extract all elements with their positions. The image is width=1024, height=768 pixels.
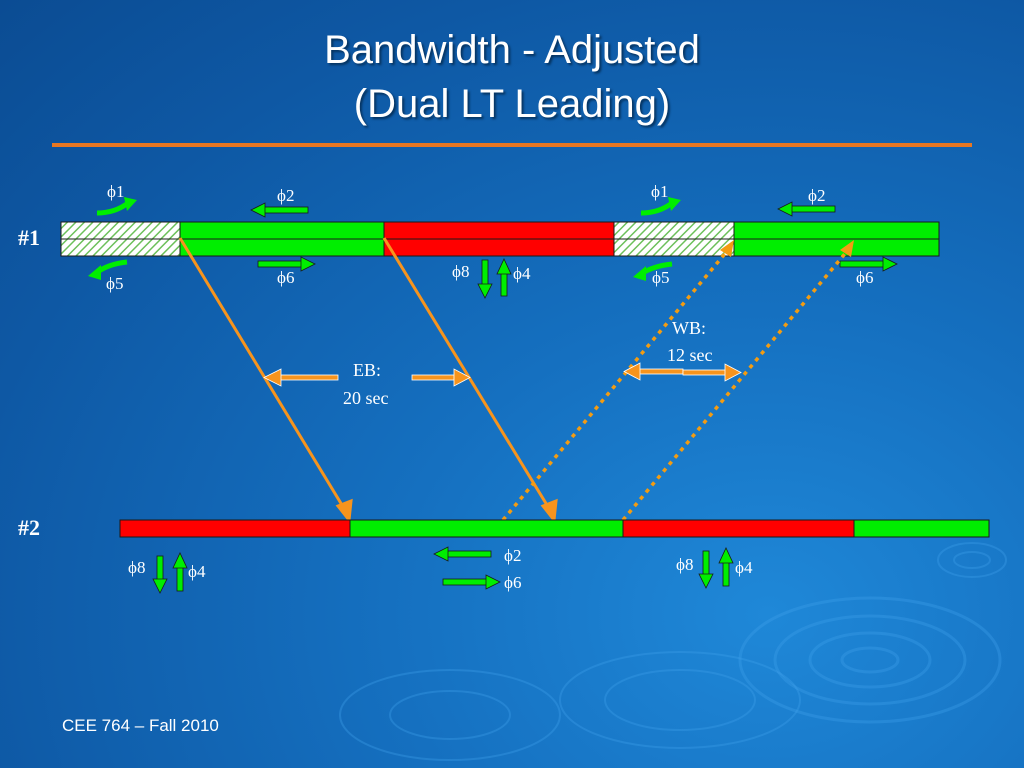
phase-label-4d: ϕ4 (735, 558, 753, 577)
red-phase-2b (622, 519, 855, 538)
phase-6c-east-arrow-icon (442, 574, 501, 590)
phase-label-4a: ϕ4 (513, 264, 531, 283)
phase-label-6c: ϕ6 (504, 573, 521, 592)
intersection-1-label: #1 (18, 225, 40, 250)
green-phase-2b-upper (733, 221, 940, 240)
intersection-1-bar (60, 221, 940, 257)
slide-title-line2: (Dual LT Leading) (353, 82, 671, 126)
wb-bandwidth-value: 12 sec (667, 345, 712, 365)
phase-label-1b: ϕ1 (651, 182, 668, 201)
slide-title-line1: Bandwidth - Adjusted (324, 28, 700, 72)
intersection-2-label: #2 (18, 515, 40, 540)
hatched-phase-1b-upper (613, 221, 735, 240)
phase-1-left-turn-icon (96, 197, 137, 216)
wb-arrowhead-2 (840, 240, 854, 257)
red-phase-lower (383, 238, 615, 257)
phase-5b-left-turn-icon (633, 261, 673, 281)
phase-2-west-arrow-icon (250, 202, 309, 218)
phase-label-2a: ϕ2 (277, 186, 294, 205)
hatched-phase-5b-lower (613, 238, 735, 257)
phase-4-up-arrow-icon (496, 258, 512, 297)
phase-8c-down-arrow-icon (152, 555, 168, 594)
eb-bandwidth-value: 20 sec (343, 388, 388, 408)
phase-label-1a: ϕ1 (107, 182, 124, 201)
hatched-phase-5-lower (60, 238, 181, 257)
phase-6b-east-arrow-icon (839, 256, 898, 272)
phase-4c-up-arrow-icon (172, 552, 188, 592)
phase-label-8d: ϕ8 (676, 555, 693, 574)
phase-4d-up-arrow-icon (718, 547, 734, 587)
phase-6-east-arrow-icon (257, 256, 316, 272)
wb-bandwidth-label: WB: (672, 318, 706, 338)
green-phase-6b-lower (733, 238, 940, 257)
phase-label-5a: ϕ5 (106, 274, 123, 293)
title-divider (52, 143, 972, 147)
red-phase-upper (383, 221, 615, 240)
red-phase-2a (119, 519, 351, 538)
eb-trajectory-lines (178, 237, 558, 524)
phase-8d-down-arrow-icon (698, 550, 714, 589)
green-phase-2-upper (179, 221, 385, 240)
ripple-decoration (339, 542, 1007, 761)
phase-2b-west-arrow-icon (777, 201, 836, 217)
phase-2c-west-arrow-icon (433, 546, 492, 562)
green-phase-6-lower (179, 238, 385, 257)
phase-5-left-turn-icon (88, 259, 128, 280)
phase-8-down-arrow-icon (477, 259, 493, 299)
phase-label-8a: ϕ8 (452, 262, 469, 281)
green-phase-2a (349, 519, 624, 538)
wb-trajectory-lines (501, 248, 850, 522)
slide-footer: CEE 764 – Fall 2010 (62, 716, 219, 735)
phase-label-4c: ϕ4 (188, 562, 206, 581)
eb-bandwidth-label: EB: (353, 360, 381, 380)
green-phase-2b (853, 519, 990, 538)
phase-label-5b: ϕ5 (652, 268, 669, 287)
phase-label-2c: ϕ2 (504, 546, 521, 565)
wb-bandwidth-arrows (623, 362, 742, 382)
wb-arrowhead-1 (720, 240, 734, 257)
eb-bandwidth-arrows (263, 368, 471, 387)
intersection-2-bar (119, 519, 990, 538)
phase-label-2b: ϕ2 (808, 186, 825, 205)
hatched-phase-1-upper (60, 221, 181, 240)
phase-label-8c: ϕ8 (128, 558, 145, 577)
phase-1b-left-turn-icon (640, 197, 681, 216)
phase-label-6a: ϕ6 (277, 268, 294, 287)
phase-label-6b: ϕ6 (856, 268, 873, 287)
